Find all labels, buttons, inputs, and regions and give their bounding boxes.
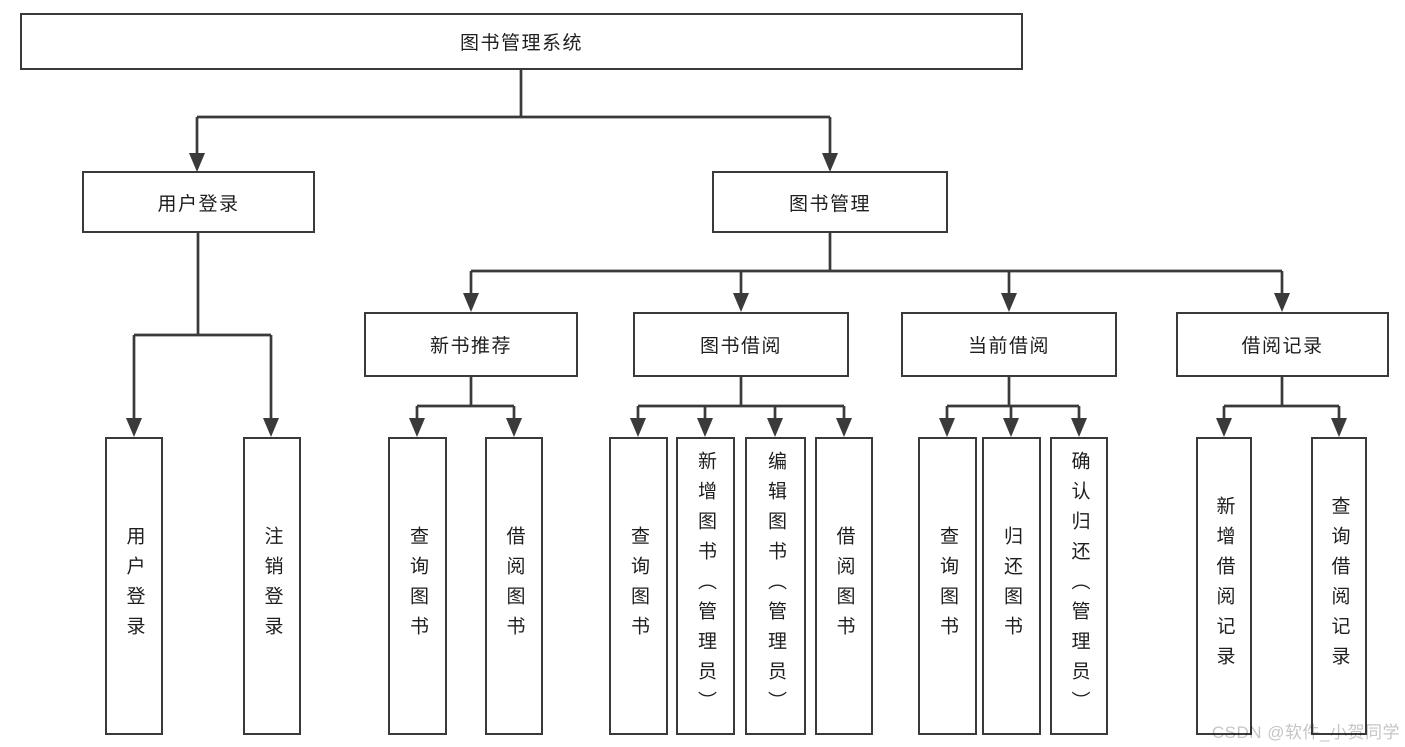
leaf-query-book-recommend: 查询图书 xyxy=(388,437,447,735)
leaf-query-book-current: 查询图书 xyxy=(918,437,977,735)
leaf-return-book: 归还图书 xyxy=(982,437,1041,735)
leaf-query-borrow-record: 查询借阅记录 xyxy=(1311,437,1367,735)
node-new-book-recommend: 新书推荐 xyxy=(364,312,578,377)
leaf-edit-book-admin: 编辑图书（管理员） xyxy=(745,437,806,735)
node-borrow-records: 借阅记录 xyxy=(1176,312,1389,377)
leaf-borrow-book: 借阅图书 xyxy=(815,437,873,735)
leaf-borrow-book-recommend: 借阅图书 xyxy=(485,437,543,735)
node-library-management-system: 图书管理系统 xyxy=(20,13,1023,70)
node-book-management: 图书管理 xyxy=(712,171,948,233)
leaf-user-login: 用户登录 xyxy=(105,437,163,735)
node-current-borrow: 当前借阅 xyxy=(901,312,1117,377)
node-user-login: 用户登录 xyxy=(82,171,315,233)
leaf-add-borrow-record: 新增借阅记录 xyxy=(1196,437,1252,735)
leaf-query-book-borrow: 查询图书 xyxy=(609,437,668,735)
leaf-confirm-return-admin: 确认归还（管理员） xyxy=(1050,437,1108,735)
node-book-borrow: 图书借阅 xyxy=(633,312,849,377)
leaf-logout: 注销登录 xyxy=(243,437,301,735)
csdn-watermark: CSDN @软件_小贺同学 xyxy=(1211,723,1400,742)
leaf-add-book-admin: 新增图书（管理员） xyxy=(676,437,735,735)
